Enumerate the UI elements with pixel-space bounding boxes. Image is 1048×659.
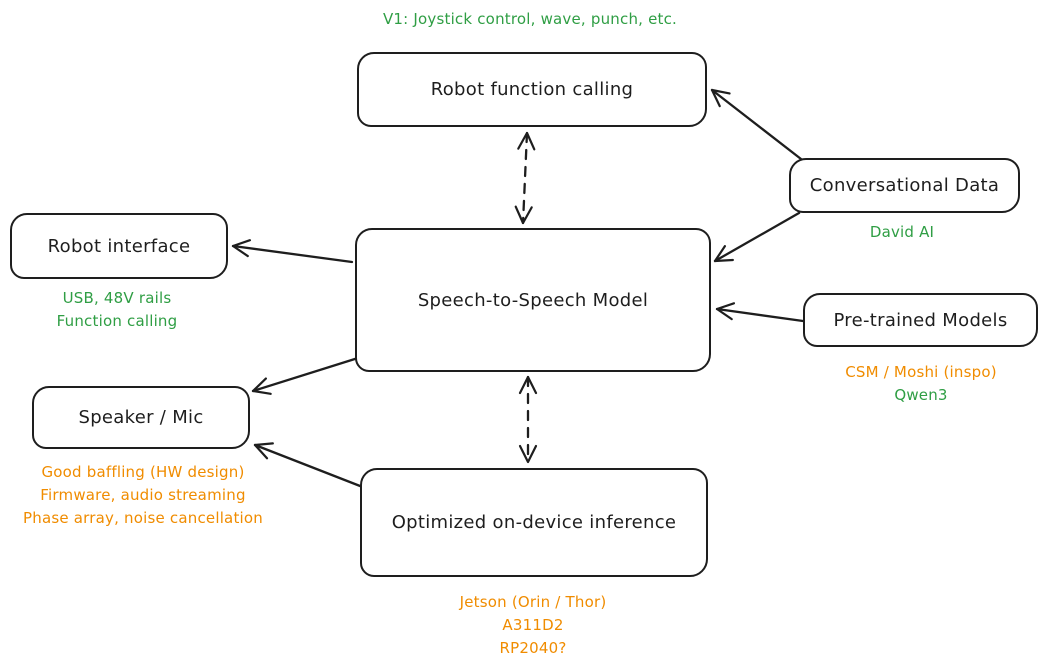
annotation-inference-notes: Jetson (Orin / Thor) A311D2 RP2040? [460,591,607,659]
annotation-david-ai: David AI [869,223,935,241]
annotation-line: Qwen3 [894,386,948,404]
annotation-line: A311D2 [502,616,564,634]
arrow-conversational-data-to-speech-model [713,211,801,263]
annotation-pretrained-models-notes: CSM / Moshi (inspo) Qwen3 [845,361,997,407]
annotation-robot-interface-notes: USB, 48V rails Function calling [57,287,178,333]
node-speaker-mic: Speaker / Mic [32,386,250,449]
arrow-pretrained-models-to-speech-model [715,302,805,323]
annotation-line: Jetson (Orin / Thor) [459,593,607,611]
annotation-v1-features: V1: Joystick control, wave, punch, etc. [382,10,678,28]
annotation-line: Phase array, noise cancellation [23,509,263,527]
annotation-speaker-mic-notes: Good baffling (HW design) Firmware, audi… [23,461,263,530]
node-robot-interface: Robot interface [10,213,228,279]
annotation-line: USB, 48V rails [62,289,172,307]
node-conversational-data: Conversational Data [789,158,1020,213]
annotation-line: CSM / Moshi (inspo) [845,363,997,381]
annotation-line: Firmware, audio streaming [40,486,246,504]
annotation-line: Good baffling (HW design) [41,463,245,481]
node-robot-function-calling: Robot function calling [357,52,707,127]
node-speech-to-speech-model: Speech-to-Speech Model [355,228,711,372]
annotation-line: Function calling [56,312,178,330]
node-pretrained-models: Pre-trained Models [803,293,1038,347]
arrow-speech-model-to-speaker-mic [251,356,360,395]
arrow-speech-model-to-robot-interface [231,239,354,264]
annotation-line: RP2040? [499,639,567,657]
node-optimized-on-device-inference: Optimized on-device inference [360,468,708,577]
arrow-conversational-data-to-robot-function-calling [710,88,803,161]
dashed-arrow-speech-model-robot-function-calling [514,131,536,225]
